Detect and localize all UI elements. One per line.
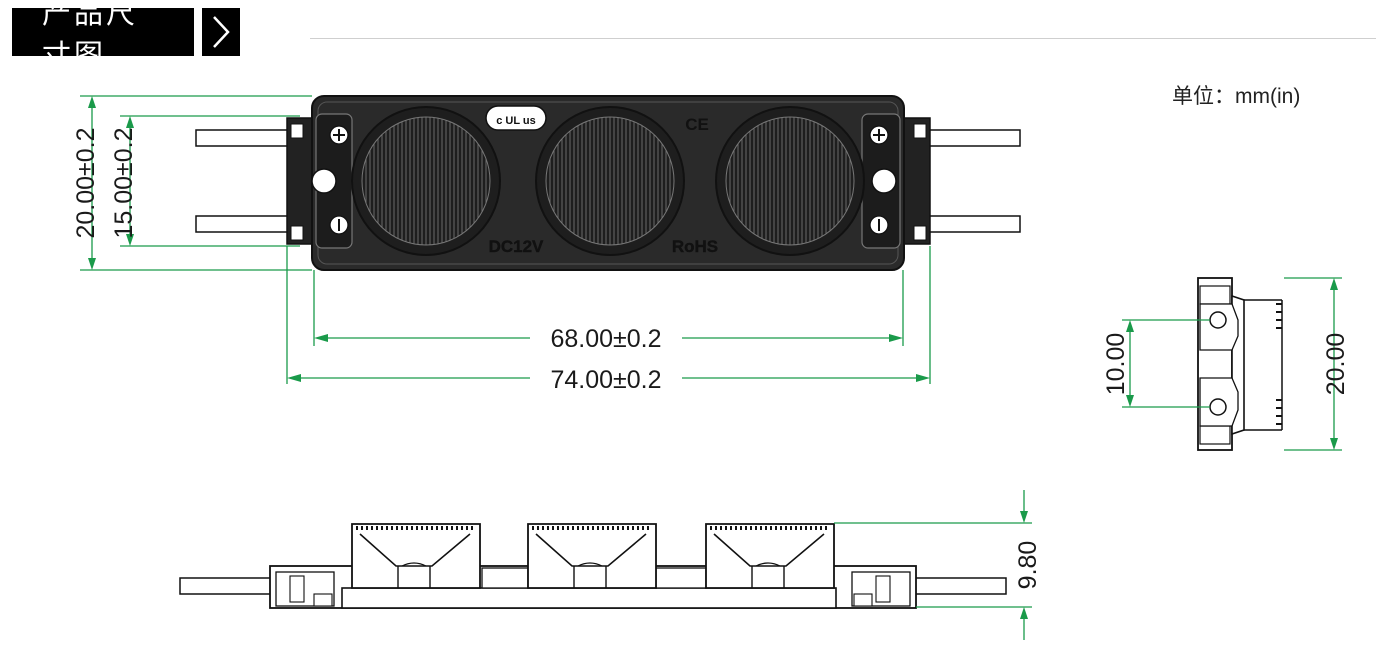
side-view: 10.00 20.00 [1102,277,1350,451]
dim-width-inner-label: 68.00±0.2 [550,325,661,353]
chevron-right-icon[interactable] [202,8,240,56]
ul-mark-icon: c UL us [485,105,547,131]
front-view: 9.80 [179,490,1042,640]
dim-side-height-label: 20.00 [1322,333,1350,396]
front-lens-2 [527,523,657,589]
dim-hole-spacing-label: 10.00 [1102,333,1130,396]
header-divider [310,38,1376,39]
voltage-marking: DC12V [489,237,544,256]
front-lens-1 [351,523,481,589]
front-lens-3 [705,523,835,589]
led-lenses [351,106,865,256]
screw-icons [329,125,889,235]
dim-height-inner-label: 15.00±0.2 [110,127,138,238]
dim-height-outer [80,95,312,271]
side-rib-marks [1276,303,1282,425]
dim-width-inner [313,270,904,346]
dim-thickness-label: 9.80 [1014,541,1042,590]
dim-hole-spacing [1122,319,1210,408]
unit-label: 单位：mm(in) [1172,85,1301,108]
dim-side-height [1284,277,1342,451]
rohs-marking: RoHS [672,237,718,256]
top-mount-recesses [311,113,901,249]
dim-height-outer-label: 20.00±0.2 [72,127,100,238]
top-view: c UL us CE DC12V RoHS 20.00±0.2 15.00±0.… [72,95,1021,394]
dim-width-outer-label: 74.00±0.2 [550,366,661,394]
ce-mark-icon: CE [685,115,709,134]
ul-mark-text: c UL us [496,115,536,127]
dim-width-outer [286,246,931,384]
dim-height-inner [120,115,300,247]
dim-thickness [834,490,1032,640]
top-end-tabs [286,117,931,245]
